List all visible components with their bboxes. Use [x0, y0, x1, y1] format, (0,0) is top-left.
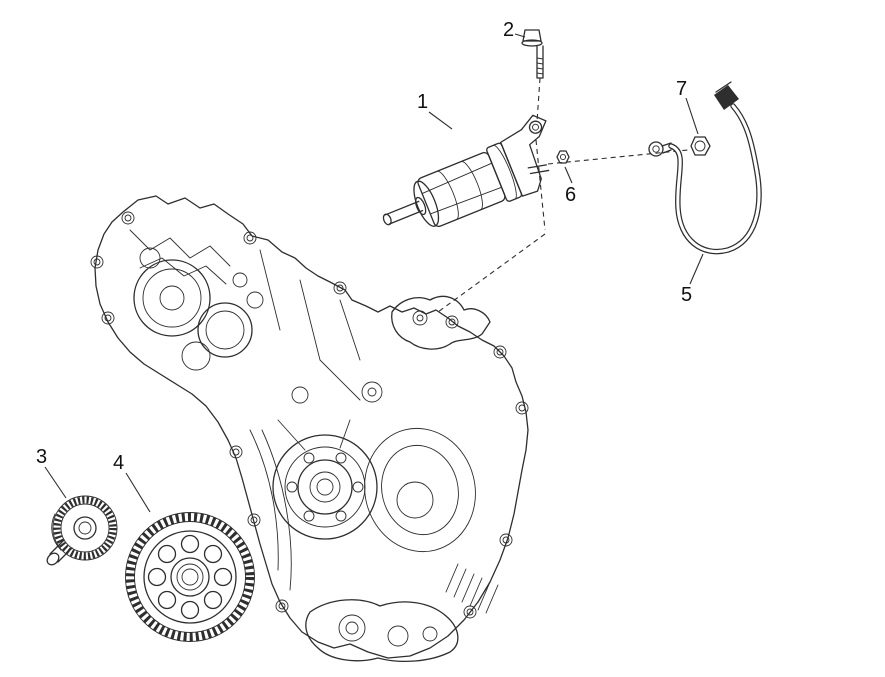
driven-gear: [125, 512, 255, 642]
mounting-bolt: [521, 29, 544, 79]
ground-cable: [648, 81, 762, 255]
case-bolt-holes: [90, 211, 529, 619]
part-label-5: 5: [681, 284, 693, 306]
pinion-gear: [46, 495, 118, 566]
leader-lines: [44, 33, 704, 513]
crankcase: [90, 195, 529, 662]
starter-motor: [382, 114, 550, 227]
part-label-2: 2: [503, 19, 515, 41]
part-label-6: 6: [565, 184, 577, 206]
alignment-dashed-lines: [437, 77, 689, 313]
part-label-3: 3: [36, 446, 48, 468]
terminal-nut: [556, 150, 570, 164]
part-label-7: 7: [676, 78, 688, 100]
part-label-4: 4: [113, 452, 125, 474]
part-label-1: 1: [417, 91, 429, 113]
hex-nut: [690, 136, 711, 156]
